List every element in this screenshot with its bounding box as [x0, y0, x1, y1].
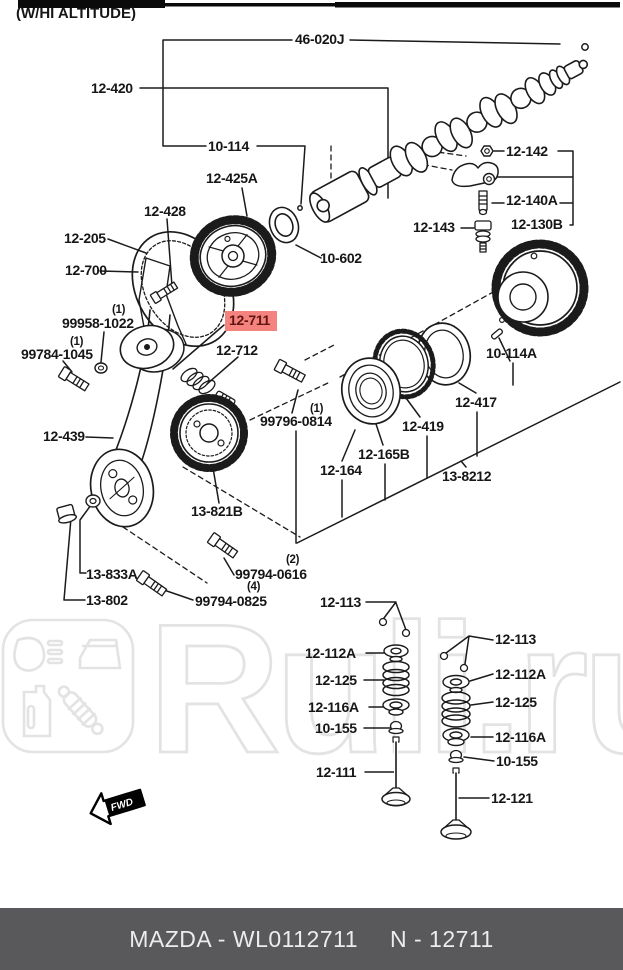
part-label-12-419[interactable]: 12-419	[402, 418, 444, 434]
part-label-count-99784-1045: (1)	[70, 336, 84, 348]
part-label-12-140A[interactable]: 12-140A	[506, 192, 558, 208]
crank-sprocket-drawing	[170, 394, 248, 472]
part-label-10-114[interactable]: 10-114	[208, 138, 250, 154]
part-label-12-205[interactable]: 12-205	[64, 230, 106, 246]
car-door-icon	[78, 638, 122, 670]
part-label-12-116A-right[interactable]: 12-116A	[495, 729, 546, 745]
part-label-12-164[interactable]: 12-164	[320, 462, 362, 478]
camshaft-drawing	[309, 59, 589, 223]
part-label-12-113-left[interactable]: 12-113	[320, 594, 362, 610]
part-label-12-700[interactable]: 12-700	[65, 262, 107, 278]
part-label-count-99794-0825: (4)	[247, 581, 261, 593]
footer-bar: MAZDA - WL0112711 N - 12711	[0, 908, 623, 970]
large-gear-drawing	[491, 239, 589, 337]
part-label-altitude-note: (W/HI ALTITUDE)	[16, 5, 136, 22]
part-label-13-833A[interactable]: 13-833A	[86, 566, 138, 582]
watermark-logo-box	[1, 618, 135, 754]
cam-sprocket-drawing	[189, 215, 277, 297]
part-label-12-428[interactable]: 12-428	[144, 203, 186, 219]
footer-part-number: N - 12711	[389, 925, 494, 952]
rocker-arm-group-drawing	[451, 145, 499, 253]
part-label-10-602[interactable]: 10-602	[320, 250, 362, 266]
part-label-12-420[interactable]: 12-420	[91, 80, 133, 96]
tensioner-pulley-drawing	[119, 324, 185, 373]
part-label-10-155-right[interactable]: 10-155	[496, 753, 538, 769]
seal-rings-drawing	[340, 357, 402, 425]
valve-stack-right-drawing	[439, 651, 472, 840]
bolt-99796-drawing	[273, 358, 306, 383]
part-label-46-020J[interactable]: 46-020J	[295, 31, 345, 47]
part-label-10-114A[interactable]: 10-114A	[486, 345, 537, 361]
part-label-count-99796-0814: (1)	[310, 403, 324, 415]
tensioner-bracket-drawing	[138, 257, 187, 355]
oil-seal-drawing	[268, 206, 300, 244]
part-label-12-143[interactable]: 12-143	[413, 219, 455, 235]
part-label-12-712[interactable]: 12-712	[216, 342, 258, 358]
part-label-12-113-right[interactable]: 12-113	[495, 631, 537, 647]
part-label-12-112A-right[interactable]: 12-112A	[495, 666, 546, 682]
part-label-12-165B[interactable]: 12-165B	[358, 446, 410, 462]
valve-stack-left-drawing	[378, 617, 411, 807]
footer-catalog-code: MAZDA - WL0112711	[129, 925, 358, 952]
part-label-12-711[interactable]: 12-711	[225, 311, 278, 331]
part-label-12-121[interactable]: 12-121	[491, 790, 533, 806]
part-label-12-142[interactable]: 12-142	[506, 143, 548, 159]
key-clip-drawing	[490, 328, 504, 340]
scan-artifact-bar	[18, 0, 620, 8]
oil-jug-label-icon	[26, 704, 36, 730]
part-label-99796-0814[interactable]: 99796-0814	[260, 413, 332, 429]
headlight-icon	[13, 636, 46, 672]
part-label-99958-1022[interactable]: 99958-1022	[62, 315, 134, 331]
bolt-12-428-drawing	[149, 281, 179, 304]
part-label-12-125-right[interactable]: 12-125	[495, 694, 537, 710]
part-label-count-99958-1022: (1)	[112, 304, 126, 316]
part-label-12-125-left[interactable]: 12-125	[315, 672, 357, 688]
shock-absorber-icon	[57, 685, 104, 736]
part-label-99794-0825[interactable]: 99794-0825	[195, 593, 267, 609]
part-label-13-821B[interactable]: 13-821B	[191, 503, 243, 519]
part-label-12-130B[interactable]: 12-130B	[511, 216, 563, 232]
tensioner-bolt-washer-drawing	[57, 362, 108, 392]
part-label-12-417[interactable]: 12-417	[455, 394, 497, 410]
oil-jug-icon	[22, 684, 52, 738]
head-bolts-drawing	[136, 532, 239, 597]
watermark-logo-icons	[1, 618, 135, 754]
part-label-13-802[interactable]: 13-802	[86, 592, 128, 608]
fwd-arrow: FWD	[89, 788, 146, 826]
part-label-12-425A[interactable]: 12-425A	[206, 170, 258, 186]
part-label-99784-1045[interactable]: 99784-1045	[21, 346, 93, 362]
part-label-13-8212[interactable]: 13-8212	[442, 468, 492, 484]
part-label-12-439[interactable]: 12-439	[43, 428, 85, 444]
part-label-count-99794-0616: (2)	[286, 554, 300, 566]
part-label-99794-0616[interactable]: 99794-0616	[235, 566, 307, 582]
part-label-10-155-left[interactable]: 10-155	[315, 720, 357, 736]
part-label-12-111[interactable]: 12-111	[316, 764, 357, 780]
part-label-12-116A-left[interactable]: 12-116A	[308, 699, 359, 715]
part-label-12-112A-left[interactable]: 12-112A	[305, 645, 356, 661]
fwd-arrow-band	[104, 791, 144, 816]
headlight-beams-icon	[46, 639, 64, 665]
crank-bolt-washer-drawing	[56, 494, 101, 524]
